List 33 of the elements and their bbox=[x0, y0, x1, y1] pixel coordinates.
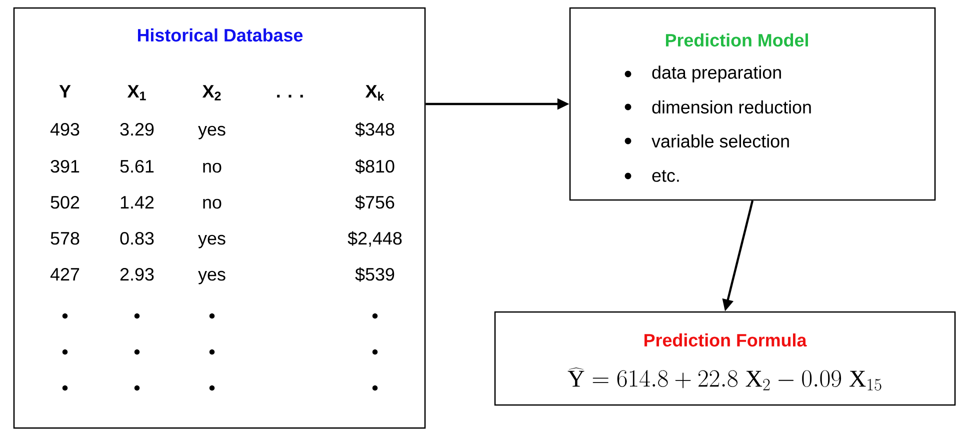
box-title: Prediction Model bbox=[666, 33, 808, 47]
table-cell: no bbox=[203, 198, 222, 209]
table-cell: 493 bbox=[50, 122, 80, 136]
list-item: etc. bbox=[652, 170, 679, 182]
table-cell: $810 bbox=[355, 159, 394, 174]
list-item: dimension reduction bbox=[652, 100, 811, 114]
table-cell: X$_{2}$ bbox=[202, 85, 221, 100]
list-item: variable selection bbox=[652, 134, 789, 148]
table-cell: yes bbox=[198, 270, 226, 284]
box-title: Historical Database bbox=[138, 28, 303, 42]
table-cell: 5.61 bbox=[120, 160, 154, 173]
table-cell: . . . bbox=[277, 94, 303, 98]
table-cell: 3.29 bbox=[120, 122, 154, 136]
list-item: data preparation bbox=[652, 66, 781, 82]
table-cell: X$_{1}$ bbox=[127, 85, 146, 100]
table-cell: $2,448 bbox=[348, 231, 402, 247]
box-title: Prediction Formula bbox=[644, 333, 807, 347]
table-cell: 391 bbox=[50, 160, 80, 173]
table-cell: 1.42 bbox=[120, 196, 154, 208]
table-cell: yes bbox=[198, 234, 226, 248]
table-cell: no bbox=[203, 162, 222, 173]
table-cell: 578 bbox=[50, 232, 80, 245]
table-cell: 502 bbox=[50, 196, 80, 209]
formula: $\widehat{\mathrm{Y}} = 614.8 + 22.8\;\mathrm{X}_{2} - 0.09\;\mathrm{X}_{15}$ bbox=[568, 368, 882, 391]
table-cell: Y bbox=[59, 85, 71, 98]
table-cell: 2.93 bbox=[120, 268, 154, 281]
table-cell: $348 bbox=[355, 122, 394, 137]
table-cell: $539 bbox=[355, 267, 394, 282]
table-cell: yes bbox=[198, 126, 226, 140]
table-cell: 0.83 bbox=[120, 232, 154, 245]
table-cell: X$_{k}$ bbox=[365, 85, 384, 101]
table-cell: 427 bbox=[50, 268, 80, 280]
table-cell: $756 bbox=[355, 195, 394, 210]
